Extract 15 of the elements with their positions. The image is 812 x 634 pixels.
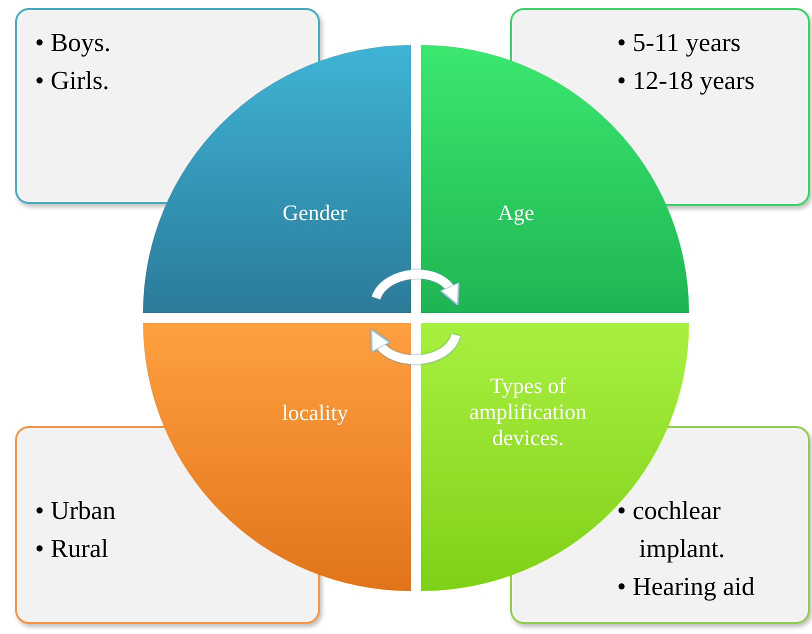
quadrant-label: Gender xyxy=(282,200,348,226)
quadrant-label: locality xyxy=(281,400,349,426)
bullet-item: • 12-18 years xyxy=(617,65,755,97)
bullet-item: • 5-11 years xyxy=(617,27,742,59)
bullet-item: • Urban xyxy=(35,495,117,527)
quadrant-label: Types of amplification devices. xyxy=(468,373,588,451)
bullet-item: • Boys. xyxy=(35,27,112,59)
quadrant-label: Age xyxy=(496,200,536,226)
curved-arrow xyxy=(368,330,460,364)
bullet-item: • Girls. xyxy=(35,65,110,97)
bullet-item: • cochlear implant. xyxy=(617,495,726,565)
quadrant-sector xyxy=(143,45,411,313)
bullet-item: • Rural xyxy=(35,533,110,565)
quadrant-sector xyxy=(143,323,411,591)
bullet-item: • Hearing aid xyxy=(617,571,756,603)
